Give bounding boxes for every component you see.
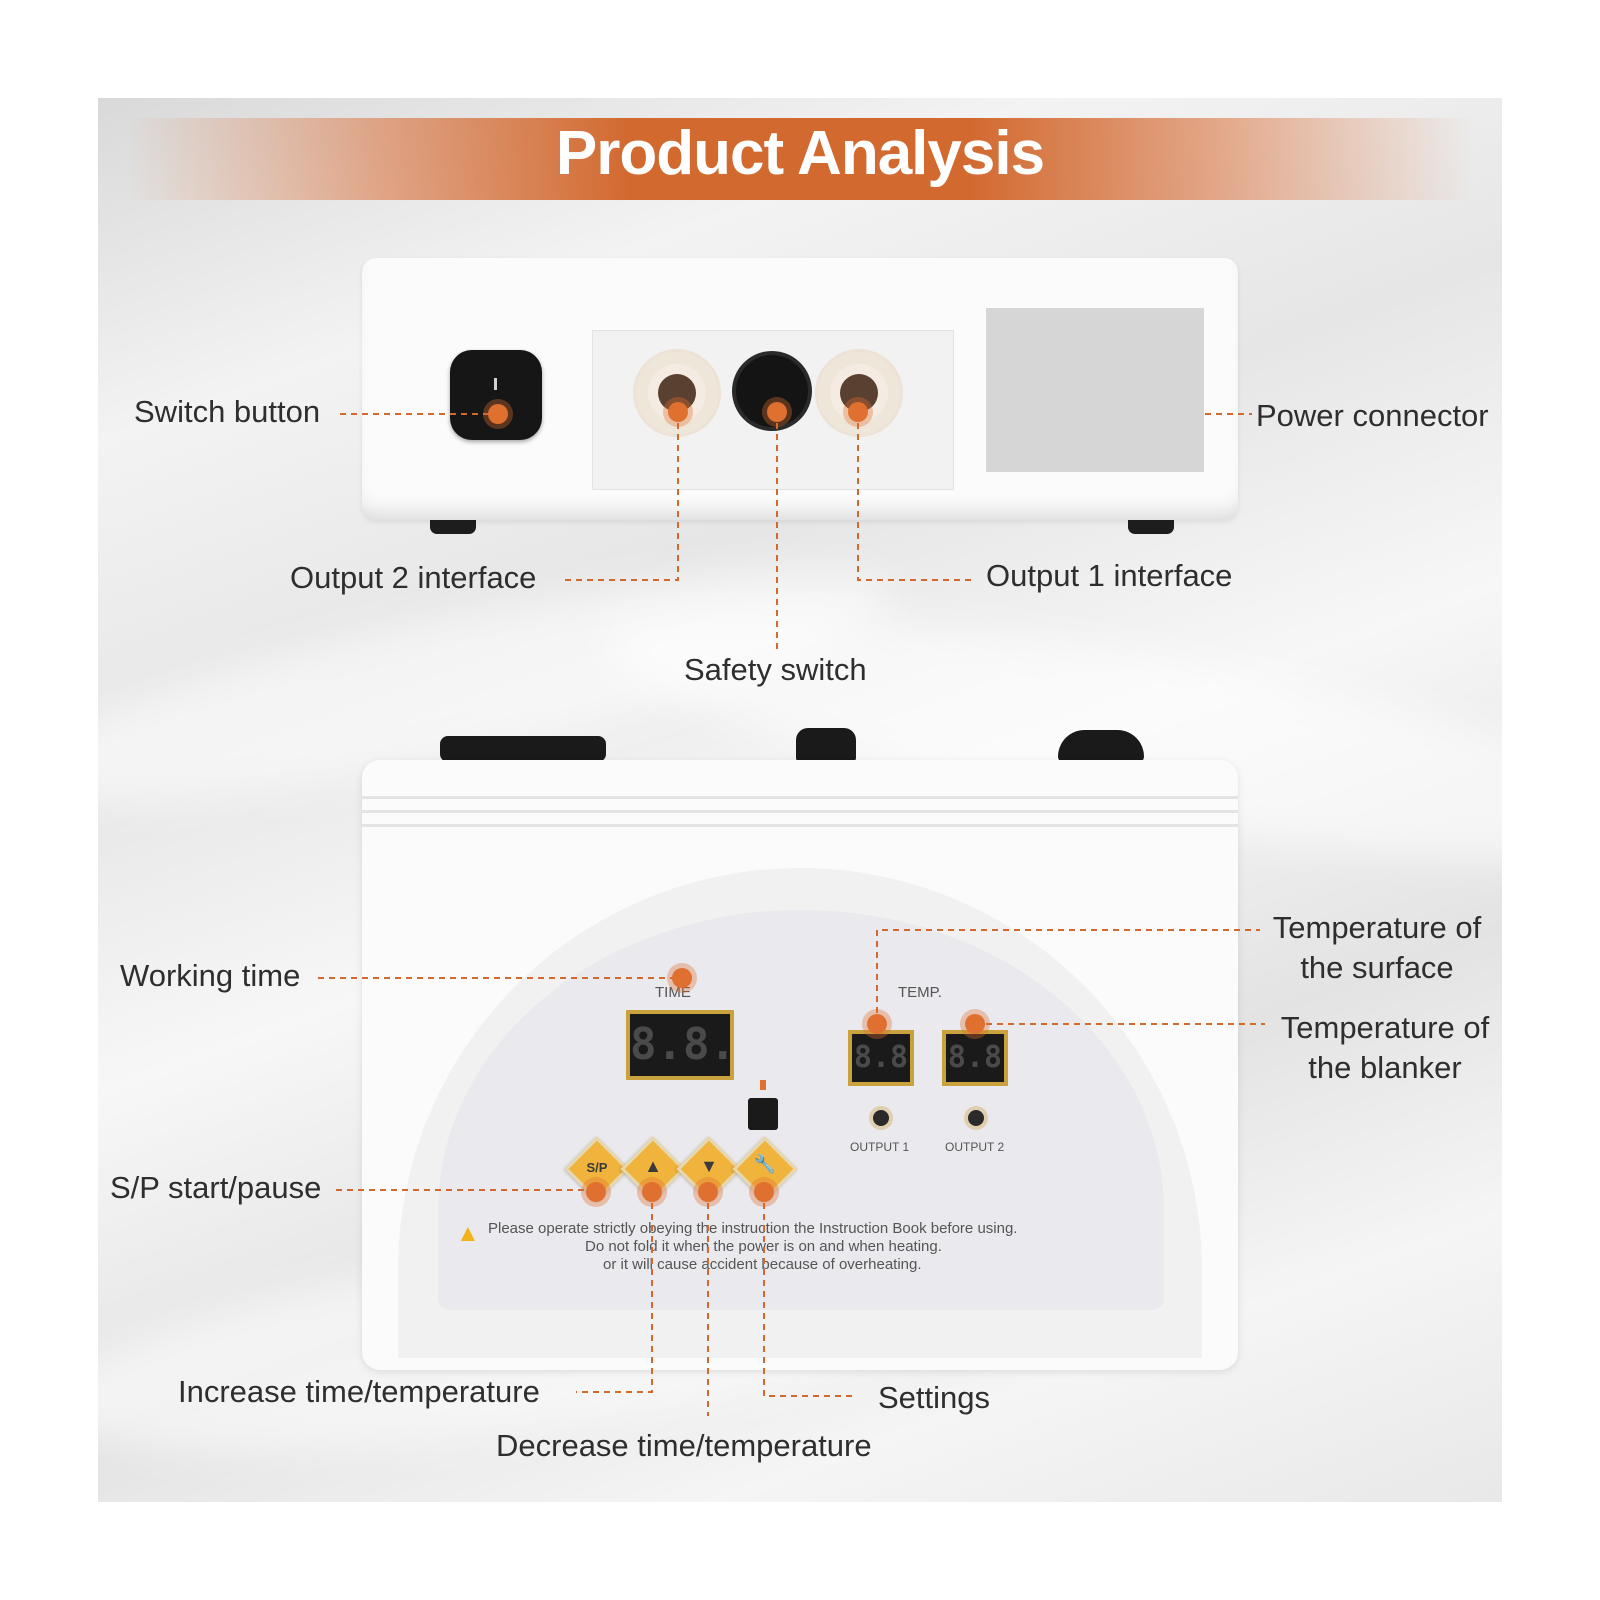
label-output2-interface: Output 2 interface bbox=[290, 560, 537, 595]
device-rib bbox=[362, 796, 1238, 799]
callout-dot bbox=[488, 404, 508, 424]
label-temp-surface-2: the surface bbox=[1300, 950, 1454, 985]
output2-interface[interactable] bbox=[636, 352, 718, 434]
safety-switch-knob bbox=[796, 728, 856, 762]
title-banner bbox=[98, 118, 1502, 200]
temp-label: TEMP. bbox=[898, 984, 942, 1001]
label-output1-interface: Output 1 interface bbox=[986, 558, 1233, 593]
label-sp-start-pause: S/P start/pause bbox=[110, 1170, 322, 1205]
label-increase: Increase time/temperature bbox=[178, 1374, 540, 1409]
power-plug bbox=[440, 736, 606, 762]
device-foot bbox=[1128, 520, 1174, 534]
leader-settings bbox=[763, 1192, 852, 1397]
label-settings: Settings bbox=[878, 1380, 991, 1415]
label-temp-surface-1: Temperature of bbox=[1272, 910, 1482, 945]
time-display: 8.8. bbox=[626, 1010, 736, 1080]
callout-dot bbox=[767, 402, 787, 422]
callout-dot bbox=[642, 1182, 662, 1202]
device-foot bbox=[430, 520, 476, 534]
callout-dot bbox=[698, 1182, 718, 1202]
wrench-icon: 🔧 bbox=[753, 1154, 777, 1174]
label-power-connector: Power connector bbox=[1256, 398, 1489, 433]
temp-surface-display: 8.8 bbox=[848, 1030, 914, 1086]
sp-key-label: S/P bbox=[586, 1160, 608, 1175]
callout-dot bbox=[867, 1014, 887, 1034]
callout-dot bbox=[672, 968, 692, 988]
leader-output1 bbox=[857, 412, 972, 581]
label-temp-blanker-1: Temperature of bbox=[1280, 1010, 1490, 1045]
rocker-switch bbox=[1058, 730, 1144, 762]
callout-dot bbox=[754, 1182, 774, 1202]
label-working-time: Working time bbox=[120, 958, 301, 993]
output1-indicator bbox=[873, 1110, 889, 1126]
page-title: Product Analysis bbox=[555, 119, 1045, 188]
power-connector[interactable] bbox=[986, 308, 1204, 472]
output2-label: OUTPUT 2 bbox=[945, 1140, 1005, 1154]
callout-dot bbox=[965, 1014, 985, 1034]
warning-icon: ▲ bbox=[456, 1220, 480, 1247]
indicator-led bbox=[760, 1080, 766, 1090]
leader-increase bbox=[576, 1192, 653, 1393]
down-arrow-icon: ▼ bbox=[700, 1156, 718, 1176]
label-switch-button: Switch button bbox=[134, 394, 321, 429]
rocker-mark bbox=[494, 378, 497, 390]
label-safety-switch: Safety switch bbox=[684, 652, 867, 687]
leader-output2 bbox=[560, 412, 679, 581]
warning-line-2: Do not fold it when the power is on and … bbox=[585, 1238, 942, 1255]
device-rib bbox=[362, 824, 1238, 827]
up-arrow-icon: ▲ bbox=[644, 1156, 662, 1176]
label-temp-blanker-2: the blanker bbox=[1308, 1050, 1462, 1085]
callout-dot bbox=[848, 402, 868, 422]
warning-line-3: or it will cause accident because of ove… bbox=[603, 1256, 922, 1273]
indicator-switch bbox=[748, 1098, 778, 1130]
leader-temp-surface bbox=[876, 929, 1260, 1024]
output1-label: OUTPUT 1 bbox=[850, 1140, 910, 1154]
label-decrease: Decrease time/temperature bbox=[496, 1428, 872, 1463]
time-label: TIME bbox=[655, 984, 691, 1001]
output2-indicator bbox=[968, 1110, 984, 1126]
warning-line-1: Please operate strictly obeying the inst… bbox=[488, 1220, 1018, 1237]
temp-blanker-display: 8.8 bbox=[942, 1030, 1008, 1086]
callout-dot bbox=[668, 402, 688, 422]
callout-dot bbox=[586, 1182, 606, 1202]
device-rib bbox=[362, 810, 1238, 813]
switch-button[interactable] bbox=[450, 350, 542, 440]
